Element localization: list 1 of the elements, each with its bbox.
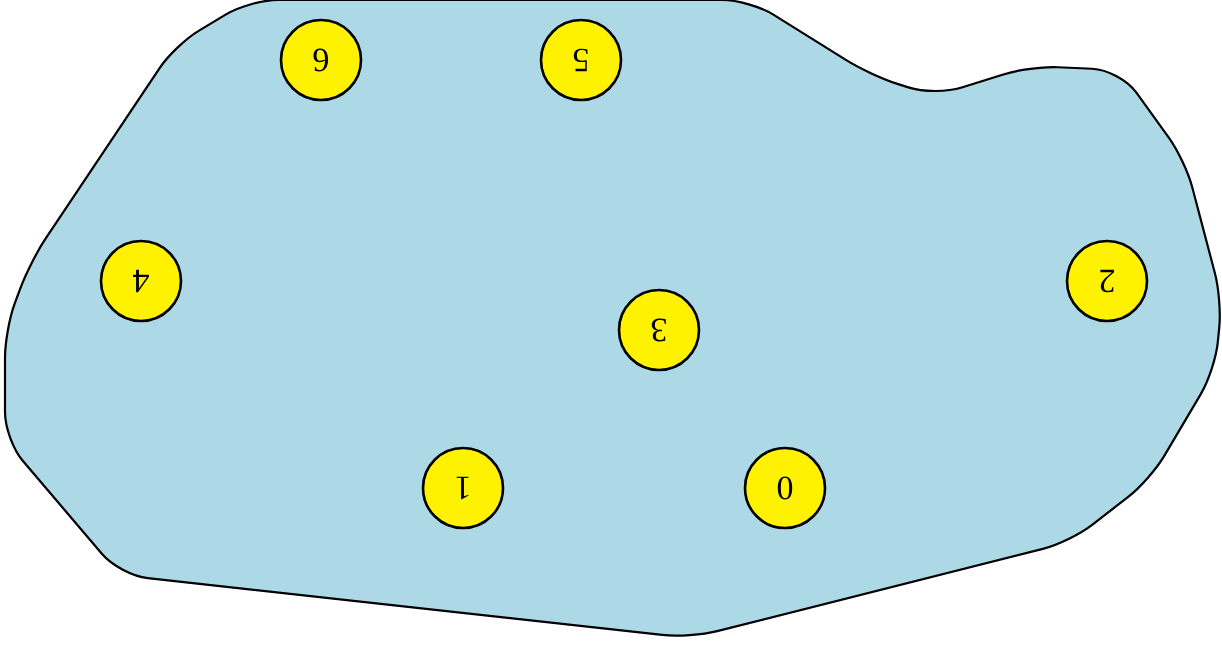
blob-shape [3, 0, 1221, 637]
